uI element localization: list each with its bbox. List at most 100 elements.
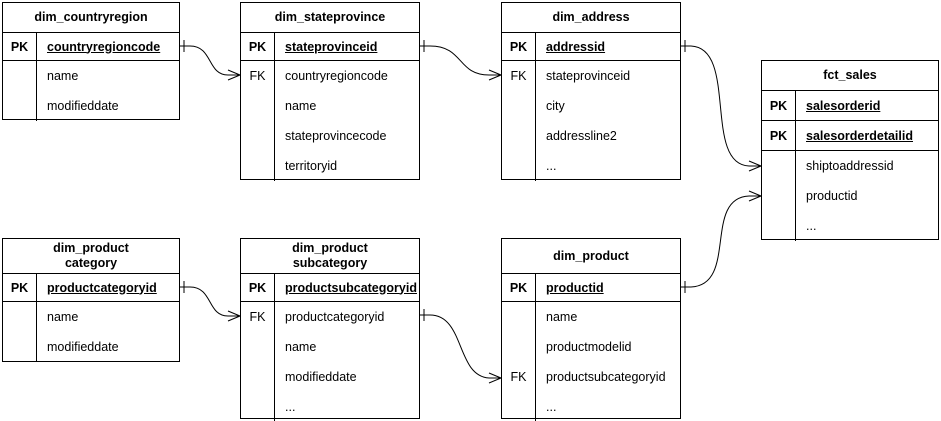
relationship-address-to-fctsales[interactable] — [681, 40, 762, 172]
attribute-name: territoryid — [285, 159, 338, 173]
key-column — [3, 302, 37, 362]
primary-key-badge: PK — [241, 274, 275, 301]
key-cell-empty — [502, 332, 535, 362]
relationship-line — [189, 286, 229, 317]
key-cell-empty — [502, 302, 535, 332]
primary-key-badge: PK — [241, 33, 275, 60]
attribute-row[interactable]: PK countryregioncode — [3, 33, 179, 61]
relationship-line — [690, 195, 750, 288]
many-cardinality-crowsfoot — [227, 69, 241, 81]
attribute-name: stateprovinceid — [285, 39, 378, 54]
key-column: FK — [241, 61, 275, 181]
attribute-name: productmodelid — [546, 340, 632, 354]
many-cardinality-crowsfoot — [227, 310, 241, 322]
relationship-stateprovince-to-address[interactable] — [420, 40, 502, 81]
attribute-name: name — [285, 340, 317, 354]
attribute-name: productcategoryid — [47, 280, 157, 295]
relationship-line — [189, 45, 229, 76]
attribute-name: name — [285, 99, 317, 113]
relationship-line — [429, 45, 490, 76]
primary-key-badge: PK — [762, 121, 796, 150]
attribute-name: name — [47, 310, 79, 324]
attribute-name: addressline2 — [546, 129, 617, 143]
key-cell-empty — [241, 392, 274, 421]
attribute-group: FK name productmodelid productsubcategoryid… — [502, 302, 680, 421]
foreign-key-badge: FK — [510, 69, 527, 83]
relationship-line — [690, 45, 750, 167]
attribute-row[interactable]: PK stateprovinceid — [241, 33, 419, 61]
attribute-row[interactable]: PK productcategoryid — [3, 274, 179, 302]
entity-title: dim_address — [502, 3, 680, 33]
relationship-subcategory-to-product[interactable] — [420, 309, 502, 384]
attribute-row[interactable]: PK salesorderdetailid — [762, 121, 938, 151]
attribute-name: city — [546, 99, 565, 113]
attribute-name: salesorderdetailid — [806, 128, 913, 143]
attribute-name: name — [546, 310, 578, 324]
key-cell-empty — [3, 91, 36, 121]
attribute-name: salesorderid — [806, 98, 881, 113]
attribute-name: stateprovincecode — [285, 129, 387, 143]
entity-title: dim_product category — [3, 239, 179, 274]
key-cell-empty — [241, 332, 274, 362]
entity-title: dim_product — [502, 239, 680, 274]
key-column: FK — [502, 61, 536, 181]
relationship-countryregion-to-stateprovince[interactable] — [180, 40, 241, 81]
attribute-name: name — [47, 69, 79, 83]
attribute-name: modifieddate — [285, 370, 357, 384]
foreign-key-badge: FK — [249, 310, 266, 324]
key-cell-empty — [241, 362, 274, 392]
relationship-product-to-fctsales[interactable] — [681, 190, 762, 293]
key-column: FK — [241, 302, 275, 421]
attribute-name: ... — [546, 159, 557, 173]
key-cell-empty — [3, 302, 36, 332]
attribute-name: shiptoaddressid — [806, 159, 894, 173]
attribute-name: productsubcategoryid — [546, 370, 666, 384]
foreign-key-badge: FK — [510, 370, 527, 384]
key-cell-empty — [241, 151, 274, 181]
entity-title: dim_product subcategory — [241, 239, 419, 274]
attribute-name: productid — [546, 280, 604, 295]
primary-key-badge: PK — [3, 33, 37, 60]
attribute-name: countryregioncode — [47, 39, 161, 54]
relationship-productcategory-to-subcategory[interactable] — [180, 281, 241, 322]
attribute-name: addressid — [546, 39, 606, 54]
attribute-row[interactable]: PK addressid — [502, 33, 680, 61]
many-cardinality-crowsfoot — [488, 69, 502, 81]
key-cell-empty — [762, 211, 795, 241]
attribute-group: FK productcategoryid name modifieddate... — [241, 302, 419, 421]
key-cell-empty — [502, 91, 535, 121]
key-column: FK — [502, 302, 536, 421]
many-cardinality-crowsfoot — [748, 160, 762, 172]
key-column — [3, 61, 37, 121]
key-cell-empty — [502, 151, 535, 181]
entity-title: fct_sales — [762, 61, 938, 91]
primary-key-badge: PK — [502, 33, 536, 60]
key-cell-empty — [502, 121, 535, 151]
primary-key-badge: PK — [3, 274, 37, 301]
key-cell-empty — [3, 61, 36, 91]
attribute-name: ... — [285, 400, 296, 414]
key-cell-empty — [762, 151, 795, 181]
attribute-name: productcategoryid — [285, 310, 385, 324]
attribute-name: ... — [806, 219, 817, 233]
